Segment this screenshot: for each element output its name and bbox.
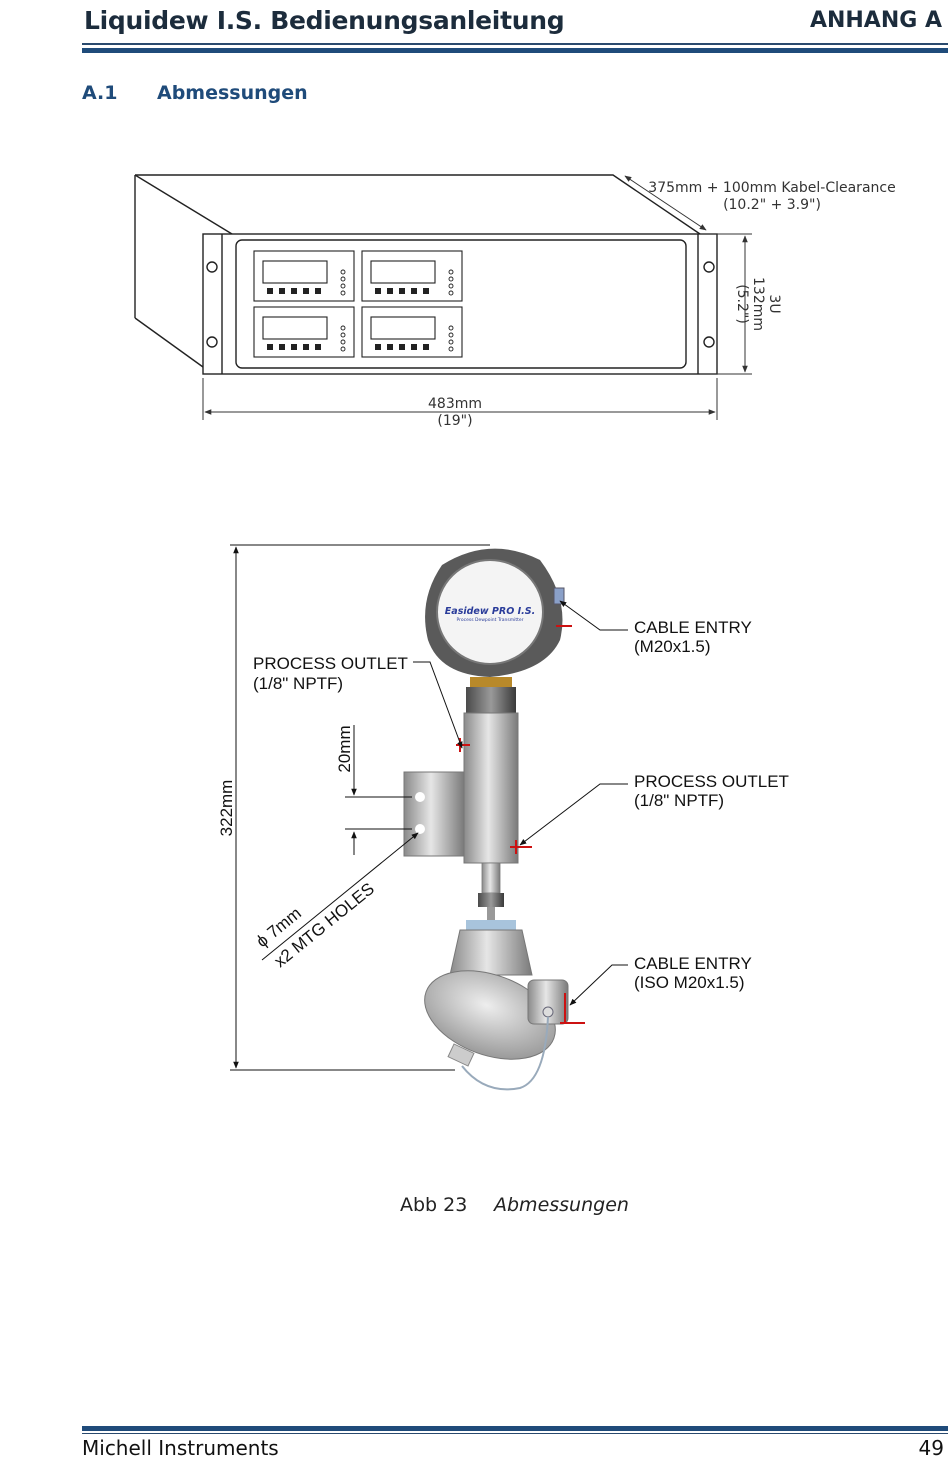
height-dimension-inches: (5.2") [734, 284, 750, 324]
process-outlet-right-spec: (1/8" NPTF) [634, 791, 724, 810]
process-outlet-right-label: PROCESS OUTLET [634, 772, 789, 791]
probe-housing [424, 920, 569, 1091]
figure-number: Abb 23 [400, 1194, 468, 1216]
cable-entry-bottom-label: CABLE ENTRY [634, 954, 752, 973]
cable-entry-bottom-spec: (ISO M20x1.5) [634, 973, 745, 992]
footer-company: Michell Instruments [82, 1436, 279, 1460]
product-logo-subtitle: Process Dewpoint Transmitter [457, 617, 524, 623]
appendix-label: ANHANG A [809, 8, 942, 33]
rack-dimension-drawing: 375mm + 100mm Kabel-Clearance (10.2" + 3… [134, 174, 896, 429]
figure-caption: Abmessungen [494, 1194, 629, 1216]
height-dimension-units: 3U [766, 294, 782, 313]
depth-dimension-inches: (10.2" + 3.9") [723, 197, 821, 213]
section-title: Abmessungen [157, 82, 308, 104]
footer-rule-thin [82, 1433, 948, 1434]
transmitter-dimension-drawing: 322mm Easidew PRO I.S. Process Dewpoint … [217, 544, 789, 1091]
height-dimension [230, 544, 490, 1071]
mounting-bracket [403, 771, 465, 857]
process-outlet-left-spec: (1/8" NPTF) [253, 674, 343, 693]
transmitter-body [463, 677, 519, 923]
product-logo-brand: Easidew PRO I.S. [445, 606, 535, 617]
header-rule-thin [82, 43, 948, 45]
transmitter-head [425, 548, 565, 677]
width-dimension-inches: (19") [437, 413, 472, 429]
module-buttons [267, 288, 429, 350]
document-title: Liquidew I.S. Bedienungsanleitung [84, 6, 565, 35]
hole-spacing-dimension [345, 725, 412, 855]
channel-modules [253, 250, 463, 358]
cable-entry-top-spec: (M20x1.5) [634, 637, 711, 656]
depth-dimension-label: 375mm + 100mm Kabel-Clearance [648, 180, 895, 196]
process-outlet-left-label: PROCESS OUTLET [253, 654, 408, 673]
header-rule-thick [82, 48, 948, 53]
rack-enclosure [134, 174, 718, 375]
overall-height-label: 322mm [217, 780, 236, 837]
dimension-lines [202, 175, 752, 420]
footer-rule-thick [82, 1426, 948, 1431]
mounting-holes-leader [261, 832, 419, 961]
width-dimension-mm: 483mm [428, 396, 482, 412]
callout-leaders [413, 600, 628, 1006]
section-number: A.1 [82, 82, 118, 104]
height-dimension-mm: 132mm [750, 277, 766, 331]
hole-spacing-label: 20mm [335, 725, 354, 772]
cable-entry-top-label: CABLE ENTRY [634, 618, 752, 637]
module-leds [340, 269, 454, 352]
page-number: 49 [918, 1436, 944, 1460]
